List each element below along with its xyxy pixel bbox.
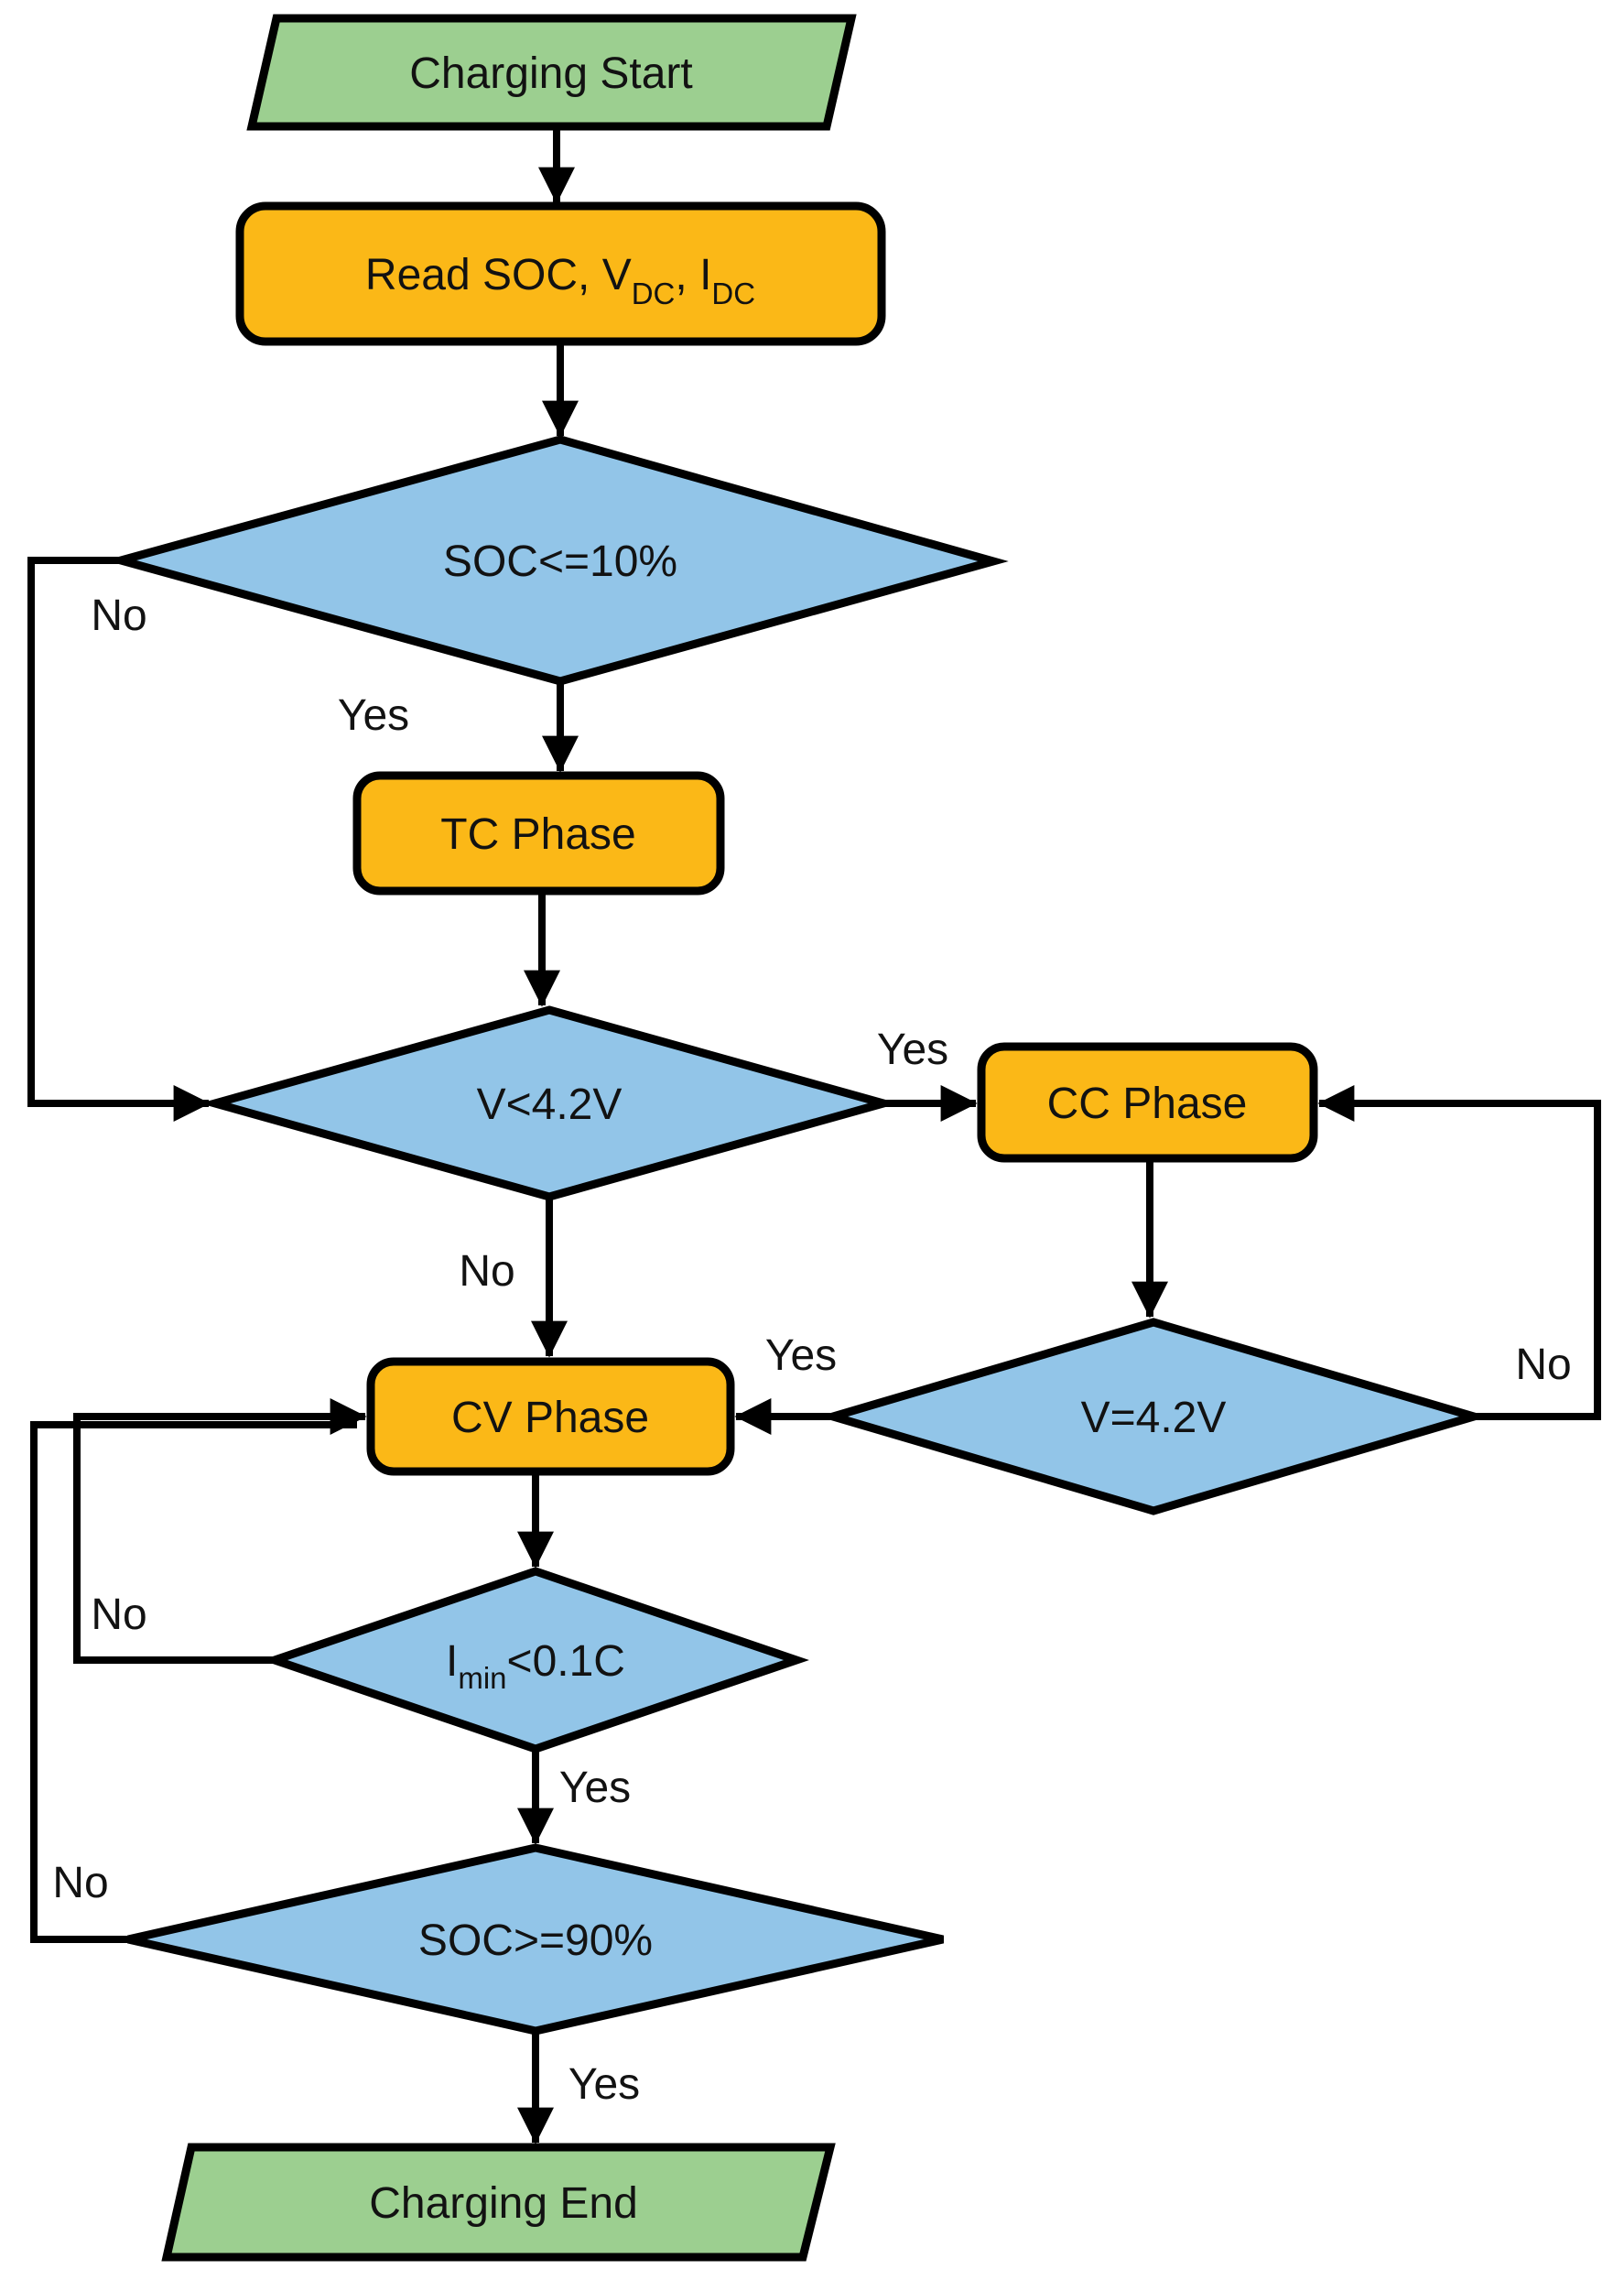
label-v42eq-yes: Yes <box>765 1331 837 1380</box>
label-v42eq-no: No <box>1515 1341 1571 1389</box>
charging-start-label: Charging Start <box>409 49 693 98</box>
label-soc10-no: No <box>91 592 146 640</box>
edge-labels: Yes No Yes No Yes No Yes No Yes No <box>52 592 1571 2109</box>
decision-i-min-shape <box>262 1567 809 1753</box>
node-v-eq-4-2: V=4.2V <box>818 1318 1489 1515</box>
soc-le-10-label: SOC<=10% <box>443 537 677 586</box>
soc-ge-90-label: SOC>=90% <box>418 1916 653 1965</box>
node-i-min-lt-0-1c: Imin<0.1C <box>262 1567 809 1753</box>
edges <box>27 129 1601 2144</box>
edge-soc10-no-to-v42 <box>27 557 211 1122</box>
edge-v42eq-no-to-cc <box>1317 1085 1601 1420</box>
decision-soc-le-10-shape <box>105 435 1009 686</box>
decision-v-eq-4-2-shape <box>818 1318 1489 1515</box>
process-tc-phase-shape <box>352 771 725 896</box>
label-imin-yes: Yes <box>559 1764 631 1812</box>
node-cv-phase: CV Phase <box>366 1357 735 1476</box>
process-cc-phase-shape <box>977 1042 1318 1163</box>
process-read-soc-shape <box>235 201 886 346</box>
i-min-label-part2: <0.1C <box>507 1637 625 1686</box>
edge-imin-no-to-cv <box>73 1398 367 1664</box>
tc-phase-label: TC Phase <box>440 810 635 859</box>
edge-soc90-no-to-cv <box>30 1421 357 1943</box>
label-imin-no: No <box>91 1591 146 1639</box>
label-v42-yes: Yes <box>877 1026 948 1074</box>
label-soc90-no: No <box>52 1859 108 1907</box>
i-min-label: Imin<0.1C <box>446 1637 625 1695</box>
cc-phase-label: CC Phase <box>1047 1080 1248 1128</box>
v-lt-4-2-label: V<4.2V <box>477 1080 623 1129</box>
node-charging-end: Charging End <box>161 2143 836 2262</box>
i-min-label-sub1: min <box>458 1661 506 1695</box>
label-v42-no: No <box>459 1247 514 1296</box>
read-soc-label-part1: Read SOC, V <box>365 251 632 299</box>
label-soc90-yes: Yes <box>568 2060 640 2109</box>
process-cv-phase-shape <box>366 1357 735 1476</box>
label-soc10-yes: Yes <box>338 691 409 740</box>
i-min-label-part1: I <box>446 1637 458 1686</box>
v-eq-4-2-label: V=4.2V <box>1081 1394 1227 1442</box>
node-v-lt-4-2: V<4.2V <box>200 1005 899 1201</box>
decision-soc-ge-90-shape <box>127 1843 944 2036</box>
terminal-end-shape <box>161 2143 836 2262</box>
node-tc-phase: TC Phase <box>352 771 725 896</box>
charging-end-label: Charging End <box>369 2179 638 2228</box>
node-charging-start: Charging Start <box>246 14 857 131</box>
node-read-soc: Read SOC, VDC, IDC <box>235 201 886 346</box>
decision-v-lt-4-2-shape <box>200 1005 899 1201</box>
read-soc-label: Read SOC, VDC, IDC <box>365 251 755 310</box>
read-soc-label-part2: , I <box>675 251 711 299</box>
node-cc-phase: CC Phase <box>977 1042 1318 1163</box>
terminal-start-shape <box>246 14 857 131</box>
node-soc-le-10: SOC<=10% <box>105 435 1009 686</box>
read-soc-label-sub2: DC <box>711 277 755 310</box>
node-soc-ge-90: SOC>=90% <box>127 1843 944 2036</box>
cv-phase-label: CV Phase <box>451 1394 649 1442</box>
read-soc-label-sub1: DC <box>632 277 676 310</box>
